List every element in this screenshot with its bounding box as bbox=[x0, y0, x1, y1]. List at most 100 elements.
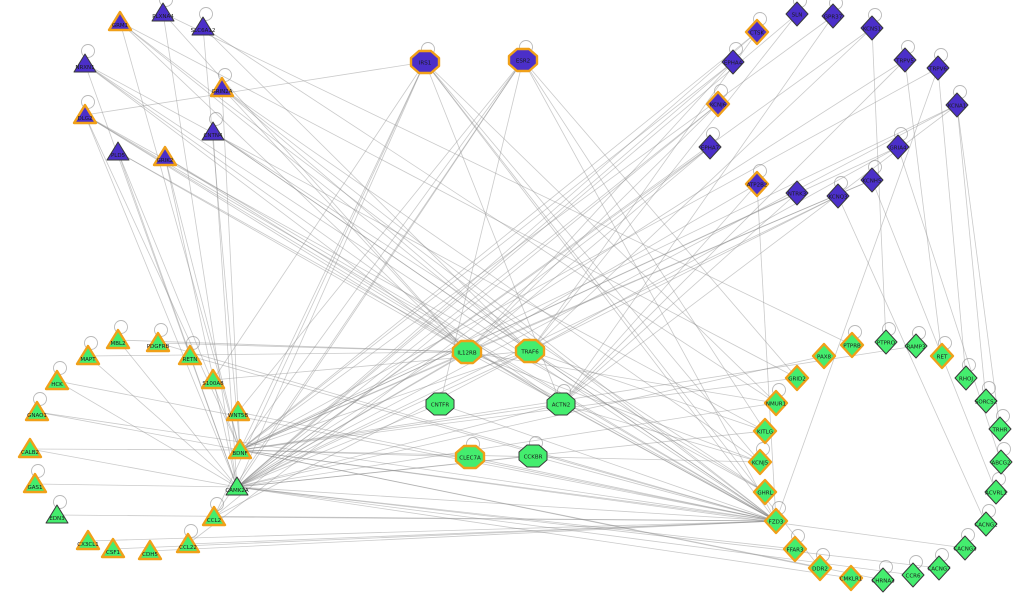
edge-tl6-bl12 bbox=[84, 114, 238, 488]
edge-m1-bl2 bbox=[157, 342, 468, 353]
edge-tl8-bl10 bbox=[117, 151, 241, 451]
diamond-shape bbox=[821, 3, 845, 29]
edge-br23-bl10 bbox=[239, 449, 884, 581]
edge-tl3-m2 bbox=[202, 26, 531, 352]
node-KITLG[interactable]: KITLG bbox=[752, 417, 778, 445]
edge-bl16-br16 bbox=[112, 520, 777, 550]
octagon-shape bbox=[518, 444, 548, 468]
edge-tr15-br15 bbox=[871, 179, 997, 493]
node-GAS1[interactable]: GAS1 bbox=[22, 472, 48, 494]
triangle-shape bbox=[200, 368, 226, 390]
edge-tr7-br16 bbox=[775, 67, 939, 522]
edge-tr8-bl12 bbox=[236, 103, 719, 488]
edge-tr7-br7 bbox=[937, 67, 967, 379]
node-CCKBR[interactable]: CCKBR bbox=[518, 444, 548, 468]
diamond-shape bbox=[945, 92, 969, 118]
diamond-shape bbox=[904, 333, 928, 359]
triangle-shape bbox=[209, 76, 235, 98]
node-NRXN1[interactable]: NRXN1 bbox=[73, 53, 97, 73]
edge-bl12-br8 bbox=[236, 402, 777, 488]
edge-tr5-bl12 bbox=[236, 61, 734, 488]
edge-tr9-m4 bbox=[560, 104, 958, 405]
node-CALB2[interactable]: CALB2 bbox=[17, 437, 43, 459]
edge-tr10-bl12 bbox=[236, 146, 711, 488]
edge-bl9-bl12 bbox=[29, 448, 238, 488]
edge-tr6-br5 bbox=[904, 59, 943, 357]
self-loop-PLXNA4 bbox=[159, 0, 173, 7]
node-CHRNA3[interactable]: CHRNA3 bbox=[871, 567, 895, 593]
edge-bl17-br16 bbox=[149, 520, 777, 552]
triangle-shape bbox=[152, 145, 178, 167]
diamond-shape bbox=[839, 331, 865, 359]
node-GRM1[interactable]: GRM1 bbox=[107, 10, 133, 32]
node-CNTN4[interactable]: CNTN4 bbox=[201, 121, 225, 141]
node-IL12RB[interactable]: IL12RB bbox=[451, 339, 483, 365]
edge-bl7-br16 bbox=[36, 411, 777, 522]
edge-tm1-bl10 bbox=[239, 61, 426, 451]
triangle-shape bbox=[106, 141, 130, 161]
diamond-shape bbox=[826, 183, 850, 209]
node-ACTN2[interactable]: ACTN2 bbox=[546, 392, 576, 416]
triangle-shape bbox=[177, 344, 203, 366]
triangle-shape bbox=[75, 344, 101, 366]
node-CDH5[interactable]: CDH5 bbox=[137, 539, 163, 561]
diamond-shape bbox=[784, 364, 810, 392]
edge-tm1-br16 bbox=[424, 61, 777, 522]
edge-tr5-bl10 bbox=[239, 61, 734, 451]
node-GNAO1[interactable]: GNAO1 bbox=[24, 400, 50, 422]
edge-tm2-br10 bbox=[522, 59, 766, 432]
edge-tr9-bl10 bbox=[239, 104, 958, 451]
diamond-shape bbox=[988, 416, 1012, 442]
node-MBL2[interactable]: MBL2 bbox=[105, 328, 131, 350]
edge-tr9-br11 bbox=[956, 104, 1001, 430]
node-CLEC7A[interactable]: CLEC7A bbox=[454, 444, 486, 470]
node-NTRK3[interactable]: NTRK3 bbox=[785, 180, 809, 206]
triangle-shape bbox=[191, 16, 215, 36]
edge-m2-br16 bbox=[529, 350, 777, 522]
node-IRS1[interactable]: IRS1 bbox=[409, 49, 441, 75]
edge-tl6-bl10 bbox=[84, 114, 241, 451]
triangle-shape bbox=[105, 328, 131, 350]
triangle-shape bbox=[201, 505, 227, 527]
node-CNTFR[interactable]: CNTFR bbox=[425, 392, 455, 416]
edge-m1-bl1 bbox=[117, 339, 468, 353]
node-TRAF6[interactable]: TRAF6 bbox=[514, 338, 546, 364]
edge-tl5-br16 bbox=[221, 87, 777, 522]
edge-m6-br16 bbox=[532, 455, 777, 522]
octagon-shape bbox=[425, 392, 455, 416]
node-GHRL[interactable]: GHRL bbox=[752, 478, 778, 506]
node-CX3CL1[interactable]: CX3CL1 bbox=[75, 529, 101, 551]
edge-tm2-br16 bbox=[522, 59, 777, 522]
node-PLXNA4[interactable]: PLXNA4 bbox=[151, 2, 175, 22]
edge-bl8-br16 bbox=[237, 411, 777, 522]
node-EDN3[interactable]: EDN3 bbox=[45, 504, 69, 524]
node-PLD5[interactable]: PLD5 bbox=[106, 141, 130, 161]
edge-tm2-bl8 bbox=[237, 59, 524, 413]
node-CMKLR1[interactable]: CMKLR1 bbox=[838, 564, 864, 592]
node-CACNG3[interactable]: CACNG3 bbox=[953, 535, 977, 561]
edge-m4-br12 bbox=[560, 403, 761, 463]
triangle-shape bbox=[72, 103, 98, 125]
edge-tl4-br10 bbox=[84, 63, 766, 432]
triangle-shape bbox=[227, 438, 253, 460]
diamond-shape bbox=[811, 342, 837, 370]
diamond-shape bbox=[785, 1, 809, 27]
edge-m1-br12 bbox=[466, 351, 761, 463]
node-MAPT[interactable]: MAPT bbox=[75, 344, 101, 366]
edge-tl1-br16 bbox=[119, 21, 777, 522]
edge-bl7-bl10 bbox=[36, 411, 241, 451]
self-loop-SLC6A12 bbox=[199, 7, 213, 21]
node-CACNG7[interactable]: CACNG7 bbox=[927, 555, 951, 581]
node-CSF1[interactable]: CSF1 bbox=[100, 537, 126, 559]
edge-m2-bl10 bbox=[239, 350, 531, 451]
node-CCL22[interactable]: CCL22 bbox=[175, 532, 201, 554]
node-HCK[interactable]: HCK bbox=[44, 369, 70, 391]
edge-bl4-br16 bbox=[189, 355, 777, 522]
edge-tr4-bl12 bbox=[236, 27, 873, 488]
node-ESR2[interactable]: ESR2 bbox=[507, 47, 539, 73]
diamond-shape bbox=[807, 554, 833, 582]
edge-bl2-br16 bbox=[157, 342, 777, 522]
node-SLC6A12[interactable]: SLC6A12 bbox=[191, 16, 216, 36]
diamond-shape bbox=[721, 49, 745, 75]
